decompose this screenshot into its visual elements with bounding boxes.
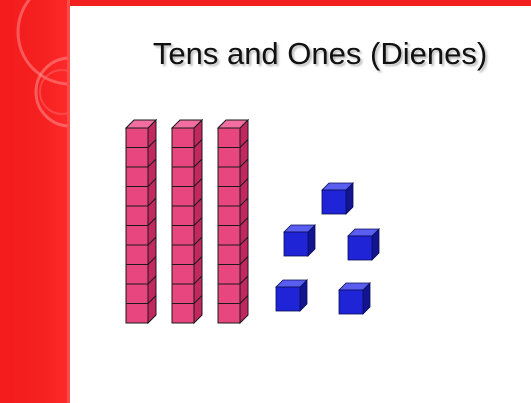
left-red-band <box>0 0 70 403</box>
ones-cube <box>338 282 371 315</box>
tens-rod <box>170 118 204 325</box>
ones-cube <box>347 228 380 261</box>
slide-title: Tens and Ones (Dienes) <box>152 36 488 71</box>
band-edge <box>67 0 70 403</box>
ones-cube <box>283 224 316 257</box>
top-red-bar <box>0 0 531 6</box>
tens-rod <box>216 118 250 325</box>
tens-rod <box>124 118 158 325</box>
ones-cube <box>321 182 354 215</box>
ones-cube <box>275 279 308 312</box>
decorative-swirl-icon <box>16 0 70 128</box>
